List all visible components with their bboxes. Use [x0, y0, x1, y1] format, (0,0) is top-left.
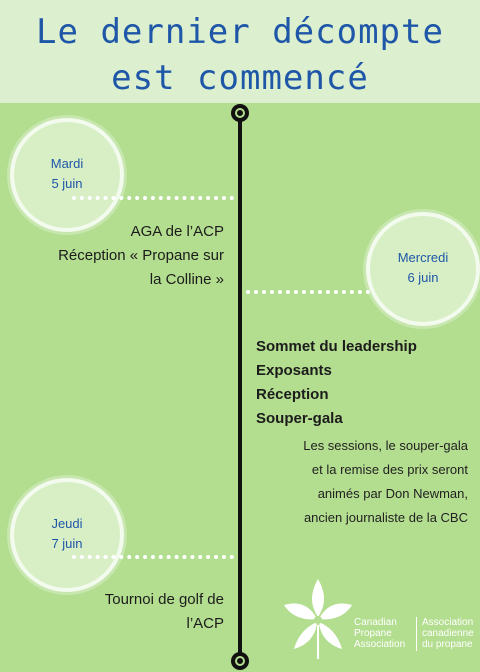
note-line: ancien journaliste de la CBC: [303, 510, 468, 525]
association-logo: Canadian Propane Association Association…: [282, 575, 474, 665]
date-circle-tuesday: Mardi 5 juin: [10, 118, 124, 232]
page-title-line-2: est commencé: [111, 58, 369, 98]
page-title-line-1: Le dernier décompte: [36, 12, 444, 52]
timeline-node-bottom: [231, 652, 249, 670]
connector-dots-tuesday: [72, 196, 234, 200]
connector-dots-wednesday: [246, 290, 370, 294]
date-weekday: Mercredi: [397, 250, 449, 265]
event-item: la Colline »: [149, 271, 224, 288]
logo-french-name: Association canadienne du propane: [422, 617, 474, 650]
date-circle-thursday: Jeudi 7 juin: [10, 478, 124, 592]
logo-text-line: Propane: [354, 628, 392, 639]
logo-text-line: Association: [354, 639, 406, 650]
note-line: et la remise des prix seront: [311, 462, 468, 477]
event-item: Sommet du leadership: [256, 338, 417, 355]
logo-english-name: Canadian Propane Association: [354, 617, 405, 650]
timeline-node-top: [231, 104, 249, 122]
event-list-wednesday: Sommet du leadership Exposants Réception…: [256, 335, 476, 431]
event-item: AGA de l’ACP: [130, 223, 224, 240]
event-item: l’ACP: [186, 615, 224, 632]
date-weekday: Mardi: [50, 156, 84, 171]
event-item: Tournoi de golf de: [104, 591, 224, 608]
date-circle-wednesday: Mercredi 6 juin: [366, 212, 480, 326]
connector-dots-thursday: [72, 555, 234, 559]
event-list-tuesday: AGA de l’ACP Réception « Propane sur la …: [30, 220, 224, 292]
logo-text-line: Association: [422, 617, 474, 628]
event-item: Exposants: [256, 362, 332, 379]
date-day: 5 juin: [51, 176, 83, 191]
logo-text-line: du propane: [422, 639, 473, 650]
event-note-wednesday: Les sessions, le souper-gala et la remis…: [250, 434, 468, 530]
date-day: 7 juin: [51, 536, 83, 551]
event-list-thursday: Tournoi de golf de l’ACP: [30, 588, 224, 636]
date-weekday: Jeudi: [51, 516, 83, 531]
header-band: Le dernier décompte est commencé: [0, 0, 480, 103]
event-item: Réception « Propane sur: [58, 247, 224, 264]
logo-text-line: canadienne: [422, 628, 474, 639]
event-item: Souper-gala: [256, 410, 343, 427]
flame-flower-logo-icon: [284, 579, 352, 659]
note-line: Les sessions, le souper-gala: [303, 438, 468, 453]
logo-divider: [416, 617, 417, 651]
event-item: Réception: [256, 386, 329, 403]
timeline-line: [238, 112, 242, 660]
logo-text-line: Canadian: [354, 617, 397, 628]
date-day: 6 juin: [407, 270, 439, 285]
note-line: animés par Don Newman,: [317, 486, 468, 501]
